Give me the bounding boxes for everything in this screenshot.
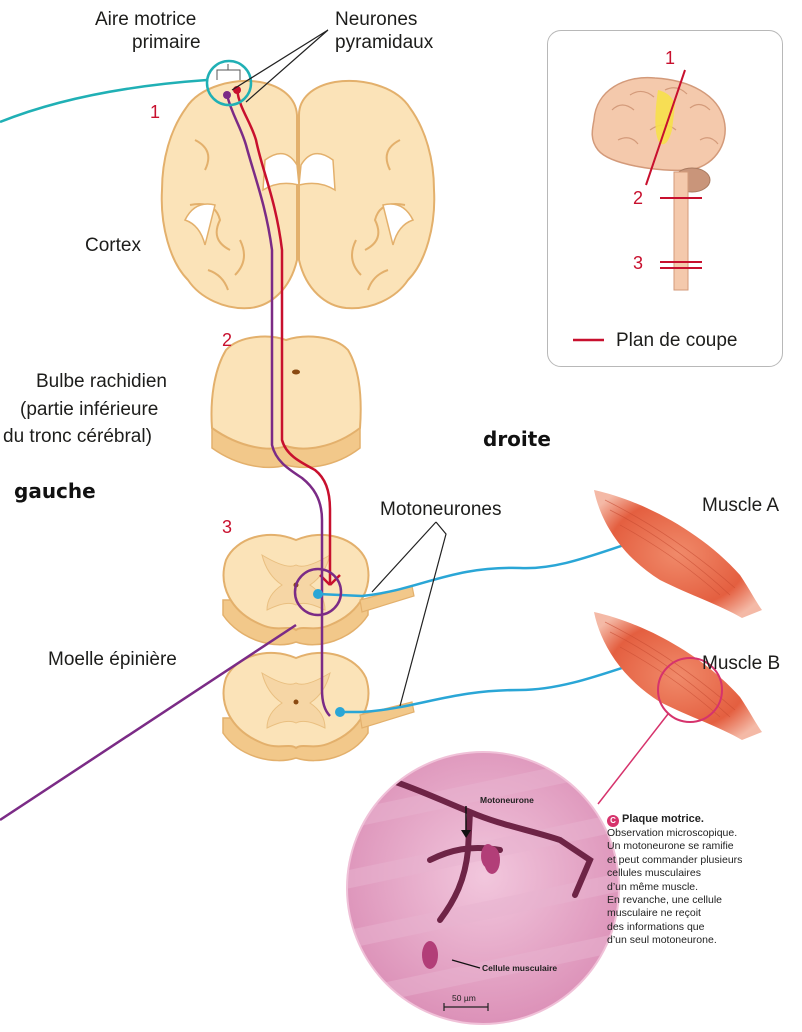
caption-line: d’un seul motoneurone. — [607, 934, 797, 947]
caption-line: des informations que — [607, 921, 797, 934]
label-bulbe-2: (partie inférieure — [20, 398, 158, 421]
label-muscle-b: Muscle B — [702, 652, 780, 675]
label-gauche: gauche — [14, 479, 96, 503]
section-number-1: 1 — [150, 102, 160, 123]
caption-title: Plaque motrice. — [622, 813, 704, 825]
label-motoneurones: Motoneurones — [380, 498, 501, 521]
label-bulbe-3: du tronc cérébral) — [3, 425, 152, 448]
label-primaire: primaire — [132, 31, 201, 54]
caption-line: d’un même muscle. — [607, 881, 797, 894]
section-number-3: 3 — [222, 517, 232, 538]
inset-number-2: 2 — [633, 188, 643, 209]
caption-line: et peut commander plusieurs — [607, 854, 797, 867]
caption-line: musculaire ne reçoit — [607, 907, 797, 920]
micro-scale-label: 50 µm — [452, 993, 476, 1003]
caption-line: Un motoneurone se ramifie — [607, 840, 797, 853]
label-bulbe-1: Bulbe rachidien — [36, 370, 167, 393]
caption-line: Observation microscopique. — [607, 827, 797, 840]
label-droite: droite — [483, 427, 551, 451]
label-muscle-a: Muscle A — [702, 494, 779, 517]
label-pyramidaux: pyramidaux — [335, 31, 433, 54]
caption-line: En revanche, une cellule — [607, 894, 797, 907]
inset-legend-label: Plan de coupe — [616, 329, 738, 352]
caption-marker-icon: C — [607, 815, 619, 827]
micro-label-cellule: Cellule musculaire — [482, 963, 557, 973]
label-aire-motrice: Aire motrice — [95, 8, 196, 31]
label-moelle: Moelle épinière — [48, 648, 177, 671]
micro-label-motoneurone: Motoneurone — [480, 795, 534, 805]
label-neurones: Neurones — [335, 8, 417, 31]
section-number-2: 2 — [222, 330, 232, 351]
inset-number-1: 1 — [665, 48, 675, 69]
label-cortex: Cortex — [85, 234, 141, 257]
caption-line: cellules musculaires — [607, 867, 797, 880]
inset-number-3: 3 — [633, 253, 643, 274]
